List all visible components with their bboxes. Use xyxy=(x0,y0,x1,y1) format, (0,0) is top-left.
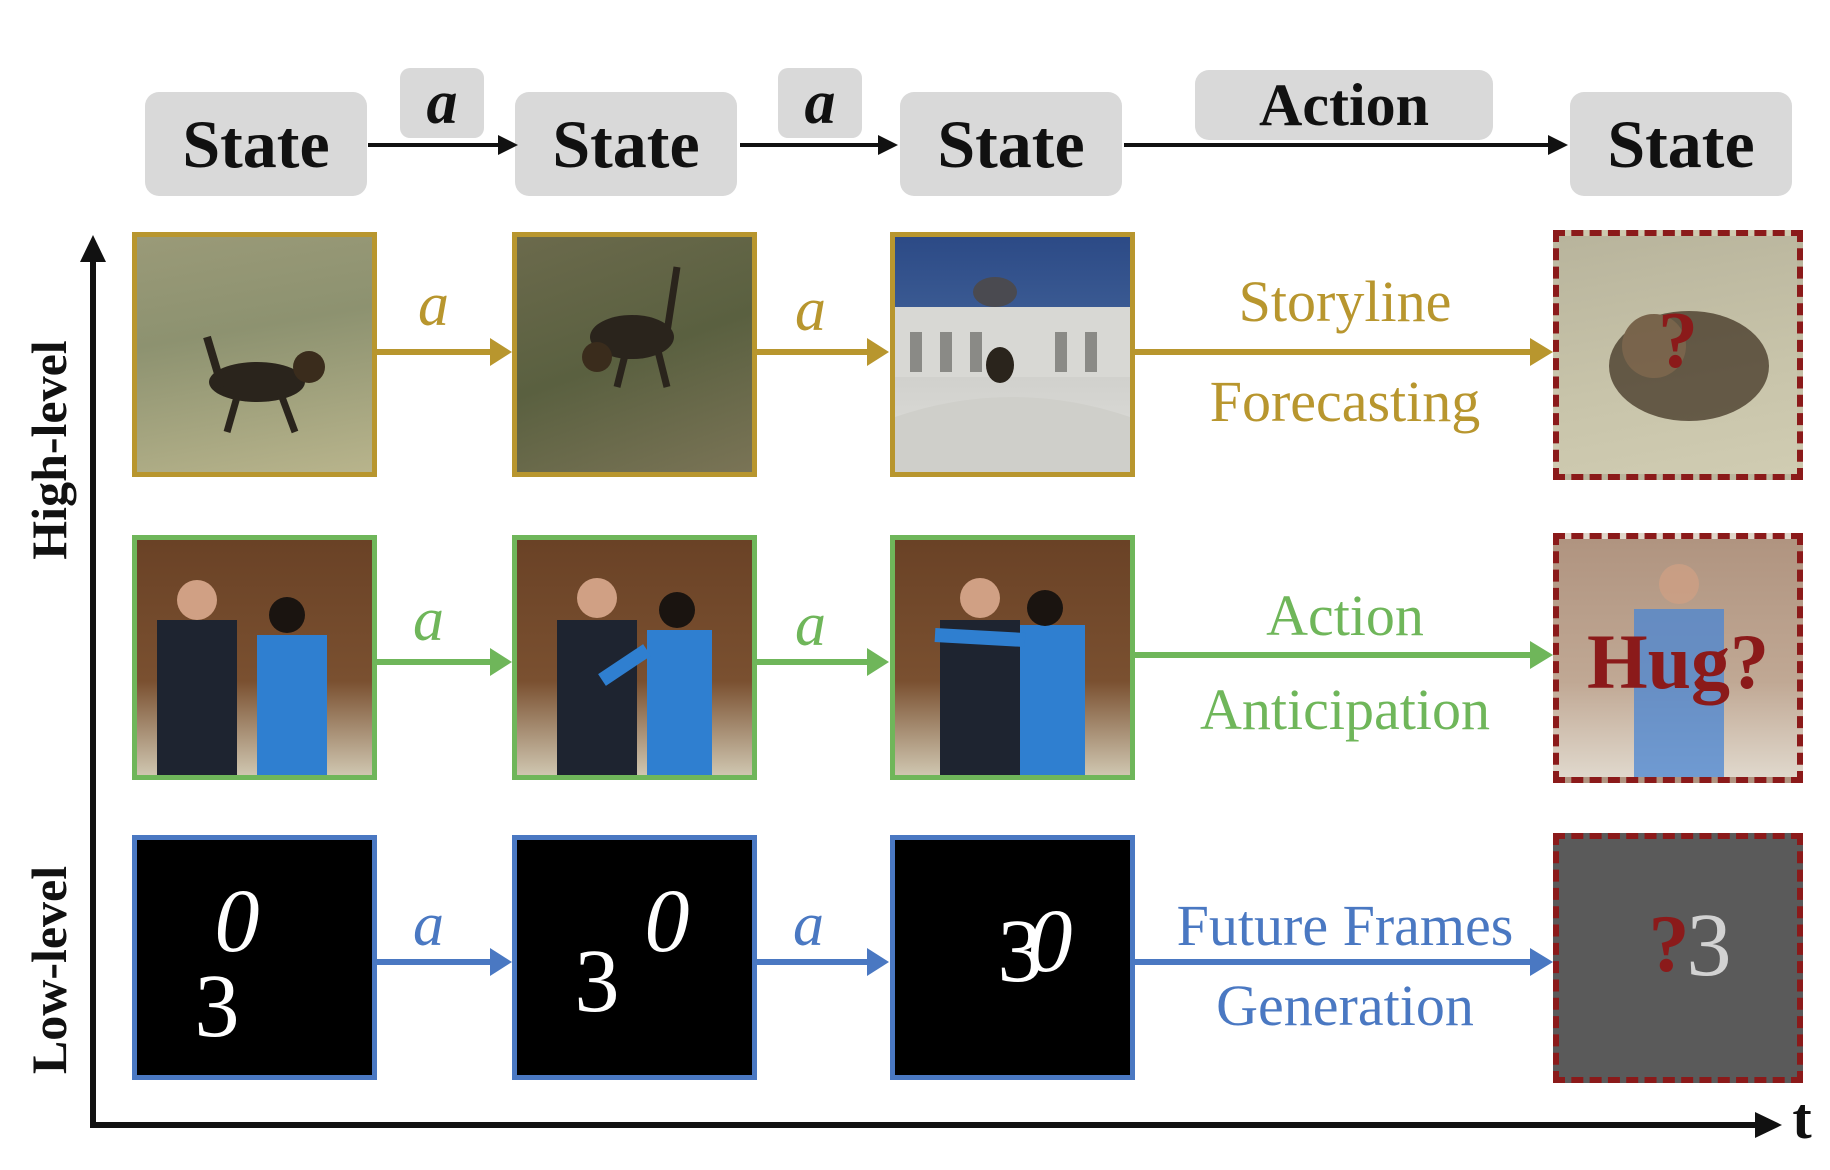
y-axis-label-low: Low-level xyxy=(21,865,77,1075)
storyline-arrow-label-2: a xyxy=(795,276,826,344)
digit-three-1: 3 xyxy=(194,957,240,1056)
frames-arrowhead-3 xyxy=(1530,948,1553,976)
digit-zero-1: 0 xyxy=(214,872,260,971)
storyline-task-label-1: Storyline xyxy=(1238,269,1452,334)
y-axis-arrowhead xyxy=(80,235,106,262)
dog-silhouette-prediction xyxy=(1609,311,1769,421)
action-box-small-2: a xyxy=(778,68,862,138)
action-frame-2 xyxy=(512,535,757,780)
frames-frame-3: 3 0 xyxy=(890,835,1135,1080)
action-task-label-2: Anticipation xyxy=(1200,677,1490,742)
x-axis-arrowhead xyxy=(1755,1112,1782,1138)
storyline-arrowhead-3 xyxy=(1530,338,1553,366)
header-arrowhead-3 xyxy=(1548,135,1568,155)
header-arrowhead-2 xyxy=(878,135,898,155)
action-prediction-label: Hug? xyxy=(1586,618,1770,705)
couple-scene-1 xyxy=(157,580,327,775)
digit-zero-3: 0 xyxy=(1027,892,1073,991)
storyline-task-label-2: Forecasting xyxy=(1209,369,1481,434)
storyline-prediction-frame: ? xyxy=(1553,230,1803,480)
action-frame-3 xyxy=(890,535,1135,780)
action-prediction-frame: Hug? xyxy=(1553,533,1803,783)
action-frame-1 xyxy=(132,535,377,780)
action-arrowhead-2 xyxy=(867,648,889,676)
frames-arrow-label-2: a xyxy=(793,891,824,959)
storyline-arrowhead-1 xyxy=(490,338,512,366)
frames-task-label-2: Generation xyxy=(1216,973,1474,1038)
digit-three-2: 3 xyxy=(574,932,620,1031)
digit-blur-prediction: 3 xyxy=(1686,896,1732,995)
storyline-question-mark: ? xyxy=(1658,297,1698,385)
storyline-frame-3 xyxy=(890,232,1135,477)
storyline-arrow-label-1: a xyxy=(418,271,449,339)
frames-task-label-1: Future Frames xyxy=(1176,893,1514,958)
state-box-2: State xyxy=(515,92,737,196)
frames-frame-1: 0 3 xyxy=(132,835,377,1080)
storyline-frame-1 xyxy=(132,232,377,477)
frames-question-mark: ? xyxy=(1648,898,1690,989)
header-arrowhead-1 xyxy=(498,135,518,155)
x-axis-label: t xyxy=(1792,1086,1812,1151)
storyline-frame-2 xyxy=(512,232,757,477)
frames-arrowhead-2 xyxy=(867,948,889,976)
digit-three-3: 3 xyxy=(997,902,1043,1001)
couple-hug-scene xyxy=(1634,564,1724,777)
state-box-1: State xyxy=(145,92,367,196)
frames-prediction-frame: 3 ? xyxy=(1553,833,1803,1083)
action-arrowhead-3 xyxy=(1530,641,1553,669)
action-box-small-1: a xyxy=(400,68,484,138)
couple-scene-2 xyxy=(557,578,712,775)
digit-zero-2: 0 xyxy=(644,872,690,971)
frames-arrowhead-1 xyxy=(490,948,512,976)
action-task-label-1: Action xyxy=(1266,583,1424,648)
state-box-4: State xyxy=(1570,92,1792,196)
action-arrow-label-2: a xyxy=(795,591,826,659)
state-box-3: State xyxy=(900,92,1122,196)
action-box-large: Action xyxy=(1195,70,1493,140)
storyline-arrowhead-2 xyxy=(867,338,889,366)
couple-scene-3 xyxy=(934,578,1085,775)
y-axis-label-high: High-level xyxy=(21,340,77,560)
dog-silhouette-1 xyxy=(203,335,325,434)
action-arrowhead-1 xyxy=(490,648,512,676)
dog-silhouette-2 xyxy=(582,266,681,388)
action-arrow-label-1: a xyxy=(413,586,444,654)
frames-frame-2: 0 3 xyxy=(512,835,757,1080)
frames-arrow-label-1: a xyxy=(413,891,444,959)
bridge-scene xyxy=(895,277,1130,472)
